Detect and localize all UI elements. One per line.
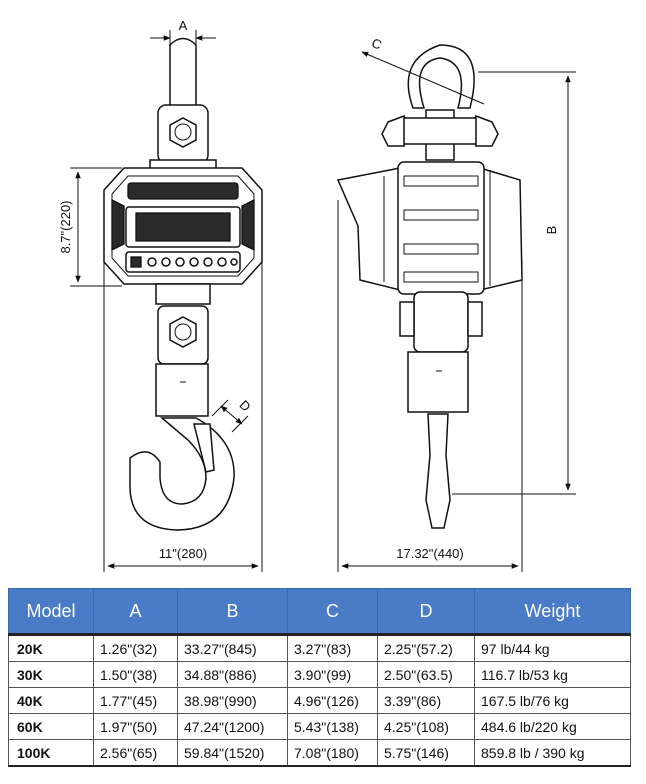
cell-a: 1.26"(32) [93, 634, 178, 662]
cell-d: 2.50"(63.5) [377, 661, 475, 688]
side-hook-blade [425, 413, 451, 529]
header-c: C [287, 588, 378, 636]
cell-weight: 116.7 lb/53 kg [474, 661, 631, 688]
key-6 [217, 257, 227, 267]
cell-model: 100K [8, 739, 94, 767]
header-d: D [377, 588, 475, 636]
key-5 [203, 257, 213, 267]
cell-c: 5.43"(138) [287, 713, 378, 740]
dim-label-d: D [237, 397, 254, 414]
safety-latch [193, 423, 215, 473]
key-3 [175, 257, 185, 267]
side-hook-shank [407, 351, 469, 413]
cell-model: 20K [8, 634, 94, 662]
cell-weight: 97 lb/44 kg [474, 634, 631, 662]
bottom-neck [155, 283, 211, 305]
spec-table: Model A B C D Weight 20K 1.26"(32) 33.27… [8, 588, 631, 767]
cell-d: 3.39"(86) [377, 687, 475, 714]
dim-label-b: B [544, 226, 559, 235]
shackle [407, 44, 475, 109]
cell-b: 47.24"(1200) [177, 713, 288, 740]
left-side-guard [111, 198, 125, 252]
key-4 [189, 257, 199, 267]
cell-b: 34.88"(886) [177, 661, 288, 688]
front-view [103, 37, 263, 531]
cell-weight: 859.8 lb / 390 kg [474, 739, 631, 767]
cell-d: 2.25"(57.2) [377, 634, 475, 662]
cell-c: 7.08"(180) [287, 739, 378, 767]
key-7 [230, 258, 238, 266]
side-lower-swivel [413, 291, 469, 353]
lower-hex-nut [169, 316, 197, 348]
shackle-nut-right [469, 115, 499, 147]
lcd-display [135, 212, 231, 242]
key-1 [147, 257, 157, 267]
cell-d: 4.25"(108) [377, 713, 475, 740]
cell-c: 3.27"(83) [287, 634, 378, 662]
shackle-pin [403, 117, 477, 145]
top-hex-nut [169, 117, 197, 148]
shackle-nut-left [381, 115, 411, 147]
side-view [336, 44, 523, 529]
lifting-hook [129, 417, 235, 531]
cell-c: 4.96"(126) [287, 687, 378, 714]
cell-model: 60K [8, 713, 94, 740]
cell-c: 3.90"(99) [287, 661, 378, 688]
table-header-row: Model A B C D Weight [8, 588, 631, 636]
front-dimensions: A 8.7"(220) 11"(280) D [58, 18, 263, 572]
side-housing-core [397, 161, 485, 295]
crane-scale-dimension-drawing: A 8.7"(220) 11"(280) D [58, 18, 576, 572]
cell-d: 5.75"(146) [377, 739, 475, 767]
dim-label-width: 11"(280) [159, 546, 207, 561]
table-row: 100K 2.56"(65) 59.84"(1520) 7.08"(180) 5… [8, 739, 631, 767]
header-b: B [177, 588, 288, 636]
cell-b: 33.27"(845) [177, 634, 288, 662]
cell-weight: 484.6 lb/220 kg [474, 713, 631, 740]
table-row: 30K 1.50"(38) 34.88"(886) 3.90"(99) 2.50… [8, 661, 631, 688]
cell-model: 30K [8, 661, 94, 688]
cell-b: 38.98"(990) [177, 687, 288, 714]
side-dimensions: C B 17.32"(440) [337, 35, 576, 572]
dim-label-height: 8.7"(220) [58, 200, 73, 253]
key-2 [161, 257, 171, 267]
header-weight: Weight [474, 588, 631, 636]
dim-label-depth: 17.32"(440) [396, 546, 464, 561]
table-row: 60K 1.97"(50) 47.24"(1200) 5.43"(138) 4.… [8, 713, 631, 740]
header-a: A [93, 588, 178, 636]
table-row: 40K 1.77"(45) 38.98"(990) 4.96"(126) 3.3… [8, 687, 631, 714]
header-model: Model [8, 588, 94, 636]
dim-label-c: C [370, 35, 384, 52]
power-key [130, 256, 142, 268]
cell-model: 40K [8, 687, 94, 714]
side-swivel-bolt-left [399, 301, 415, 337]
cell-a: 1.50"(38) [93, 661, 178, 688]
side-swivel-bolt-right [467, 301, 483, 337]
cell-a: 1.97"(50) [93, 713, 178, 740]
top-eye [169, 37, 197, 111]
cell-b: 59.84"(1520) [177, 739, 288, 767]
hook-shank [155, 363, 209, 417]
table-row: 20K 1.26"(32) 33.27"(845) 3.27"(83) 2.25… [8, 634, 631, 662]
cell-a: 1.77"(45) [93, 687, 178, 714]
right-side-guard [241, 198, 255, 252]
housing-top-bar [127, 182, 239, 200]
cell-weight: 167.5 lb/76 kg [474, 687, 631, 714]
dim-label-a: A [179, 18, 188, 33]
cell-a: 2.56"(65) [93, 739, 178, 767]
